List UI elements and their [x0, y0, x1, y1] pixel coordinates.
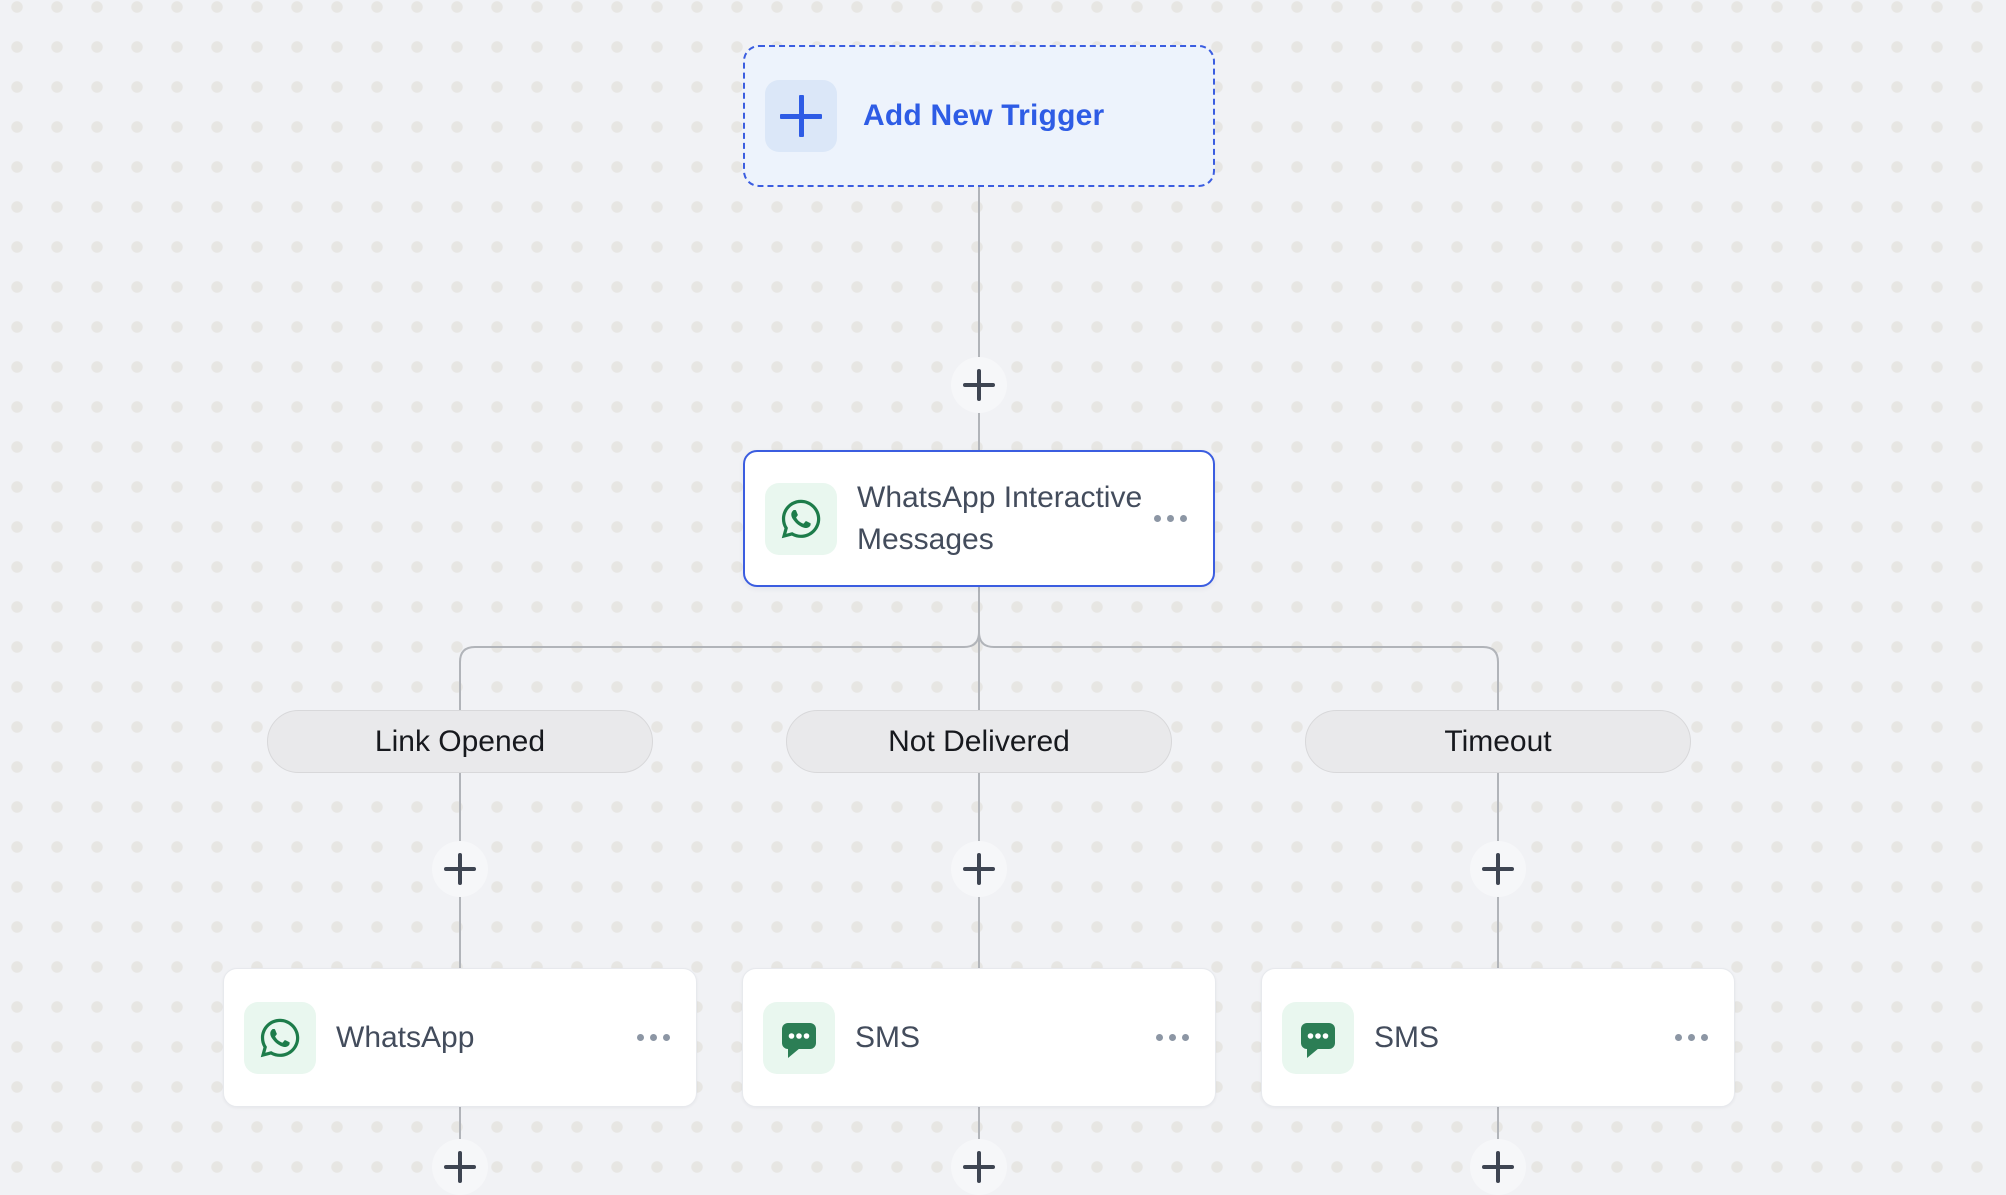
- node-title: SMS: [855, 1020, 921, 1054]
- node-title: SMS: [1374, 1020, 1440, 1054]
- branch-pill-link-opened: Link Opened: [267, 710, 653, 773]
- node-title: WhatsApp: [336, 1020, 475, 1054]
- more-options-button[interactable]: [1673, 1028, 1710, 1047]
- add-step-button[interactable]: [951, 1139, 1007, 1195]
- add-new-trigger-label: Add New Trigger: [863, 99, 1105, 132]
- whatsapp-icon: [765, 482, 837, 555]
- add-step-button[interactable]: [951, 357, 1007, 413]
- add-step-button[interactable]: [1470, 841, 1526, 897]
- add-step-button[interactable]: [432, 841, 488, 897]
- node-title: WhatsApp Interactive Messages: [857, 480, 1143, 556]
- node-whatsapp-interactive-messages[interactable]: WhatsApp Interactive Messages: [743, 450, 1215, 587]
- add-step-button[interactable]: [1470, 1139, 1526, 1195]
- node-sms[interactable]: SMS: [742, 968, 1216, 1107]
- plus-icon: [765, 80, 837, 152]
- branch-pill-timeout: Timeout: [1305, 710, 1691, 773]
- add-new-trigger-button[interactable]: Add New Trigger: [743, 45, 1215, 187]
- more-options-button[interactable]: [1154, 1028, 1191, 1047]
- sms-icon: [763, 1001, 835, 1074]
- add-step-button[interactable]: [432, 1139, 488, 1195]
- add-step-button[interactable]: [951, 841, 1007, 897]
- node-whatsapp[interactable]: WhatsApp: [223, 968, 697, 1107]
- sms-icon: [1282, 1001, 1354, 1074]
- more-options-button[interactable]: [635, 1028, 672, 1047]
- more-options-button[interactable]: [1152, 509, 1189, 528]
- whatsapp-icon: [244, 1001, 316, 1074]
- branch-pill-not-delivered: Not Delivered: [786, 710, 1172, 773]
- node-sms[interactable]: SMS: [1261, 968, 1735, 1107]
